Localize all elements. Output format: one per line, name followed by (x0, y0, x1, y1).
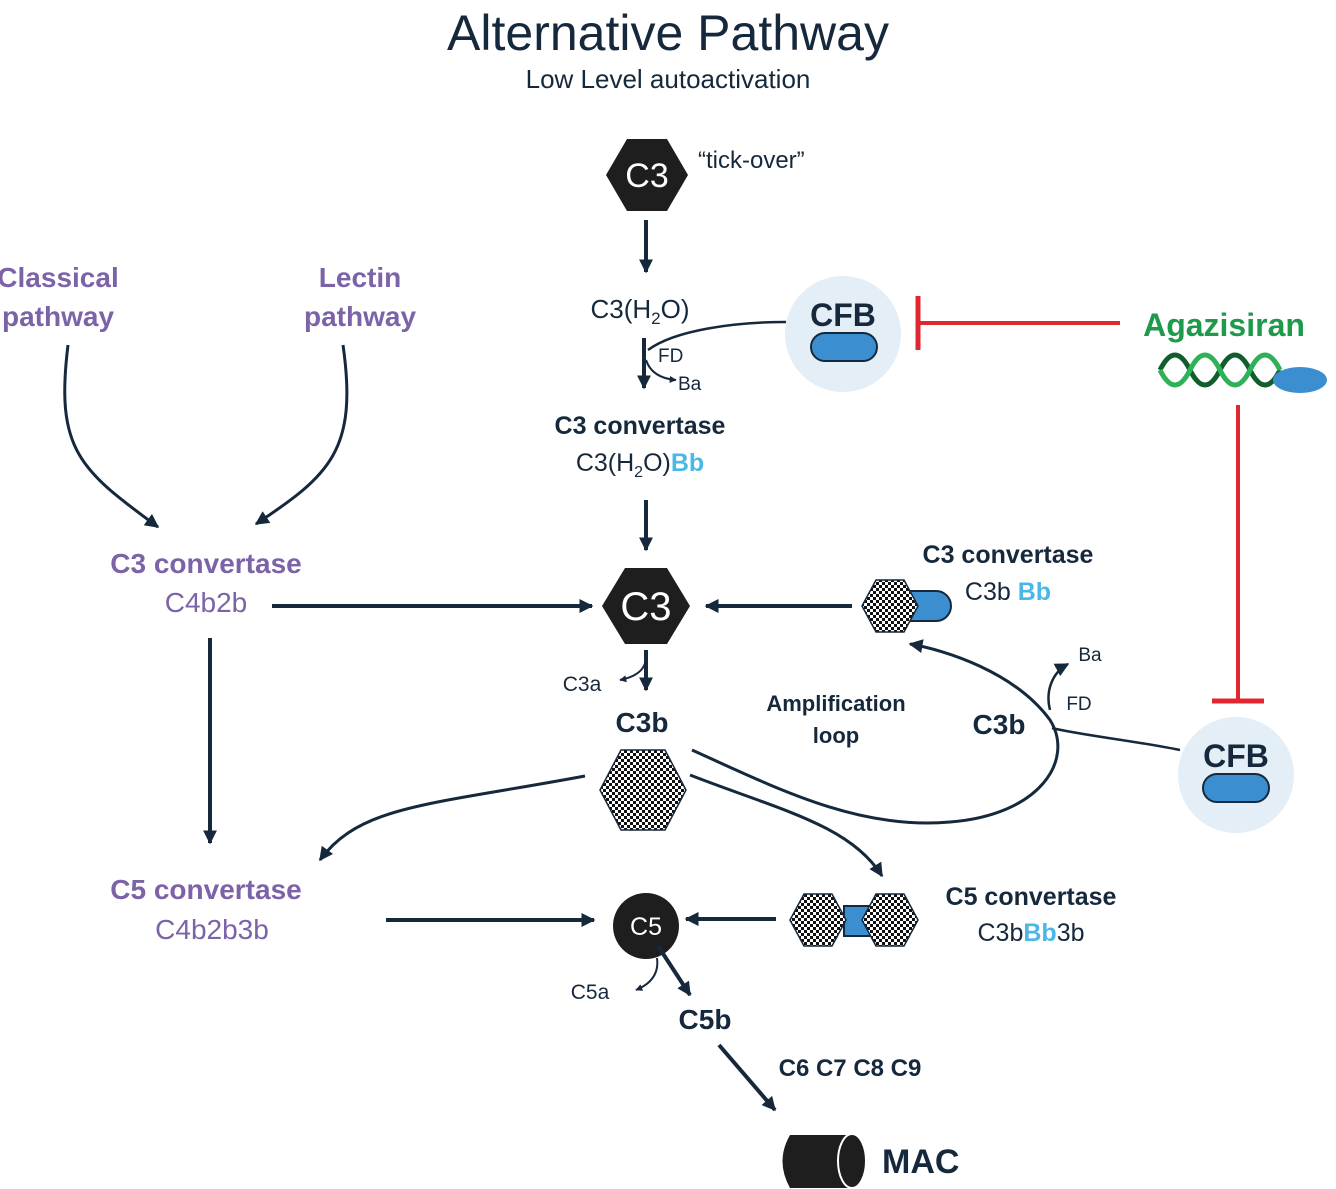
right-c3-convertase-title: C3 convertase (923, 541, 1094, 569)
lectin-to-c3-convertase-arrow (254, 344, 349, 526)
ba-loop-release-arrow (1047, 662, 1070, 711)
cfb-to-c3h2o-line (647, 320, 787, 352)
c5a-label: C5a (571, 981, 610, 1004)
page-subtitle: Low Level autoactivation (526, 64, 811, 94)
c3-center-label: C3 (620, 585, 671, 629)
amplification-loop-curve (691, 639, 1060, 825)
arrow-c5b-to-mac (717, 1043, 777, 1112)
left-c3-convertase-sub: C4b2b (165, 587, 248, 618)
factor-b-top-icon (810, 332, 878, 362)
c3-top-label: C3 (625, 157, 668, 195)
factor-b-bottom-icon (1202, 773, 1270, 803)
c3-top-hexagon (606, 139, 688, 211)
tick-over-label: “tick-over” (698, 147, 805, 174)
page-title: Alternative Pathway (447, 5, 889, 61)
ba-loop-label: Ba (1078, 645, 1102, 666)
c3h2o-label: C3(H2O) (590, 294, 689, 328)
c5-circle (613, 893, 679, 959)
c5a-release-arrow (635, 957, 659, 991)
cfb-bottom-to-loop-line (1051, 726, 1181, 752)
c5b-label: C5b (679, 1004, 732, 1035)
agazisiran-label: Agazisiran (1143, 307, 1305, 343)
c3a-label: C3a (563, 673, 602, 696)
top-c3-convertase-formula: C3(H2O)Bb (576, 449, 704, 481)
right-c5-convertase-title: C5 convertase (946, 883, 1117, 911)
c3-center-hexagon (602, 568, 690, 644)
right-c5-c3b-hexagon-left (789, 893, 847, 947)
sirna-helix-icon (1157, 352, 1327, 393)
c3b-to-left-c5-arrow (318, 774, 586, 862)
left-c3-convertase-title: C3 convertase (110, 548, 301, 579)
fd-loop-label: FD (1066, 694, 1091, 715)
left-c5-convertase-title: C5 convertase (110, 874, 301, 905)
c3b-label: C3b (616, 707, 669, 738)
classical-to-c3-convertase-arrow (63, 344, 160, 529)
c3b-loop-label: C3b (973, 709, 1026, 740)
right-c3-c3b-hexagon-icon (861, 579, 919, 633)
cfb-top-label: CFB (810, 297, 876, 333)
left-c5-convertase-sub: C4b2b3b (155, 914, 269, 945)
c3b-to-right-c5-arrow (689, 773, 884, 878)
cfb-bottom-label: CFB (1203, 738, 1269, 774)
terminal-components-label: C6 C7 C8 C9 (779, 1055, 922, 1082)
c3b-hexagon-icon (599, 749, 687, 831)
right-c5-c3b-hexagon-right (861, 893, 919, 947)
right-c5-convertase-formula: C3bBb3b (977, 919, 1084, 947)
right-c3-factor-b-icon (904, 590, 952, 622)
ba-top-label: Ba (678, 374, 702, 395)
mac-label: MAC (882, 1143, 959, 1181)
mac-cylinder-icon (782, 1133, 867, 1189)
right-c3-convertase-formula: C3b Bb (965, 578, 1051, 606)
c3a-release-arrow (619, 657, 647, 683)
top-c3-convertase-title: C3 convertase (555, 412, 726, 440)
arrow-c5-to-c5b (656, 944, 692, 997)
fd-top-label: FD (658, 346, 683, 367)
c5-label: C5 (630, 913, 662, 941)
ba-release-arrow (645, 359, 677, 383)
